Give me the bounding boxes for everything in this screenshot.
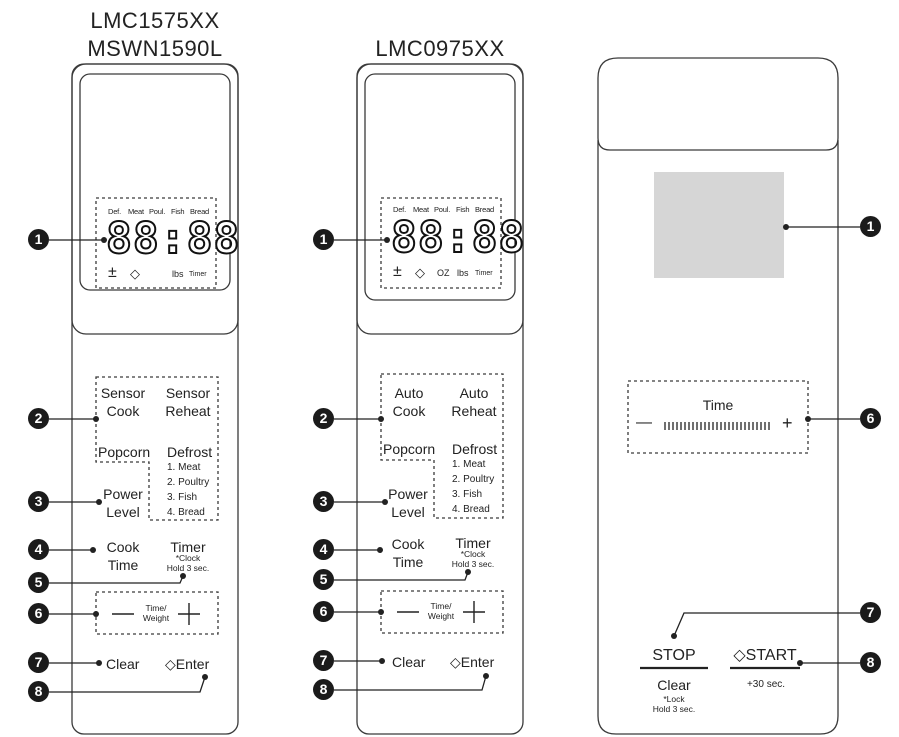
time-weight-dial[interactable]: Time/ Weight [427,601,455,621]
lcd-digits: 88:88 [390,213,526,263]
defrost-item-bread: 4. Bread [167,507,205,518]
right-display-window [654,172,784,278]
defrost-item-fish: 3. Fish [167,492,198,503]
lcd-timer: Timer [189,271,207,278]
callout-badge: 7 [28,652,49,673]
auto-cook-button[interactable]: Auto Cook [392,385,426,419]
middle-panel-display-housing [356,63,524,335]
callout-badge: 5 [313,569,334,590]
start-diamond-icon: ◇ [415,265,425,280]
middle-model-title: LMC0975XX [375,36,505,61]
lcd-mode-fish: Fish [456,205,470,214]
left-panel-display-window [79,73,231,291]
callout-badge: 2 [313,408,334,429]
callout-badge: 1 [313,229,334,250]
left-model-title-1: LMC1575XX [90,8,220,33]
callout-badge: 5 [28,572,49,593]
lcd-mode-def: Def. [393,205,406,214]
time-plus[interactable]: + [782,413,793,433]
lcd-oz: OZ [437,268,450,278]
auto-reheat-button[interactable]: Auto Reheat [451,385,497,419]
cook-time-button[interactable]: Cook Time [391,536,425,570]
sensor-reheat-button[interactable]: Sensor Reheat [165,385,211,419]
left-lcd-zone [95,197,217,289]
middle-lcd-zone [380,197,502,289]
popcorn-button[interactable]: Popcorn [383,441,436,457]
middle-panel-display-window [364,73,516,301]
start-button[interactable]: ◇START [733,647,797,664]
time-weight-dial[interactable]: Time/ Weight [142,603,170,623]
defrost-button[interactable]: Defrost [452,441,498,457]
clear-button[interactable]: Clear [392,654,426,670]
callout-badge: 4 [28,539,49,560]
callout-badge: 2 [28,408,49,429]
defrost-button[interactable]: Defrost [167,444,213,460]
plus-minus-icon: ± [108,264,117,281]
time-dial-ticks [664,422,770,430]
callout-badge: 8 [860,652,881,673]
callout-badge: 7 [860,602,881,623]
lcd-mode-poul: Poul. [149,207,166,216]
lcd-lbs: lbs [457,268,469,278]
callout-badge: 6 [313,601,334,622]
defrost-item-poultry: 2. Poultry [167,477,210,488]
cook-time-button[interactable]: Cook Time [106,539,140,573]
callout-badge: 8 [313,679,334,700]
timer-button[interactable]: Timer [170,539,206,555]
left-programs-zone [95,376,219,521]
defrost-item-meat: 1. Meat [452,459,486,470]
start-note: +30 sec. [746,679,786,690]
callout-badge: 4 [313,539,334,560]
defrost-item-meat: 1. Meat [167,462,201,473]
time-dial-label: Time [702,397,734,413]
callout-badge: 3 [313,491,334,512]
stop-button[interactable]: STOP [652,647,696,664]
callout-badge: 1 [860,216,881,237]
left-model-title-2: MSWN1590L [87,36,223,61]
timer-note: *Clock Hold 3 sec. [166,553,210,573]
sensor-cook-button[interactable]: Sensor Cook [100,385,146,419]
lcd-mode-meat: Meat [128,207,144,216]
power-level-button[interactable]: Power Level [103,486,143,520]
lcd-digits: 88:88 [105,214,241,264]
callout-badge: 1 [28,229,49,250]
enter-button[interactable]: ◇Enter [165,656,210,672]
right-panel-body [597,140,839,735]
middle-programs-zone [380,373,504,519]
left-panel-display-housing [71,63,239,335]
lcd-lbs: lbs [172,269,184,279]
callout-badge: 3 [28,491,49,512]
defrost-item-fish: 3. Fish [452,489,483,500]
clear-lock-note: *Lock Hold 3 sec. [652,694,696,714]
popcorn-button[interactable]: Popcorn [98,444,151,460]
callout-badge: 8 [28,681,49,702]
lcd-mode-def: Def. [108,207,121,216]
clear-label: Clear [657,677,691,693]
time-minus[interactable]: — [636,414,652,431]
lcd-mode-meat: Meat [413,205,429,214]
callout-badge: 7 [313,650,334,671]
lcd-mode-bread: Bread [475,205,495,214]
callout-badge: 6 [860,408,881,429]
right-panel-display-housing [597,57,839,151]
enter-button[interactable]: ◇Enter [450,654,495,670]
lcd-timer: Timer [475,270,493,277]
plus-minus-icon: ± [393,263,402,280]
lcd-mode-bread: Bread [190,207,210,216]
lcd-mode-poul: Poul. [434,205,451,214]
start-diamond-icon: ◇ [130,266,140,281]
clear-button[interactable]: Clear [106,656,140,672]
callout-badge: 6 [28,603,49,624]
power-level-button[interactable]: Power Level [388,486,428,520]
timer-note: *Clock Hold 3 sec. [451,549,495,569]
defrost-item-bread: 4. Bread [452,504,490,515]
right-time-dial-zone [627,380,809,454]
defrost-item-poultry: 2. Poultry [452,474,495,485]
lcd-mode-fish: Fish [171,207,185,216]
timer-button[interactable]: Timer [455,535,491,551]
